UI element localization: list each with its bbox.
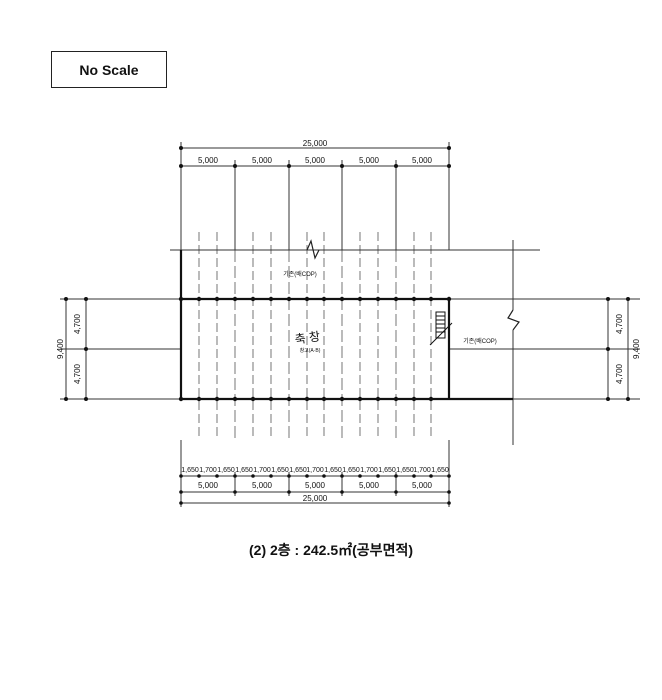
bottom-dimension-group	[180, 440, 450, 507]
room-label-upper: 기존(배COP)	[283, 270, 317, 278]
bottom-subbay-dimension: 1,650	[217, 467, 235, 474]
top-bay-dimension: 5,000	[198, 156, 219, 165]
bottom-subbay-dimension: 1,700	[253, 467, 271, 474]
break-marks	[306, 239, 520, 331]
bottom-bay-dimension: 5,000	[359, 481, 380, 490]
bottom-subbay-dimension: 1,650	[324, 467, 342, 474]
main-grid-lines	[234, 250, 397, 440]
bottom-dimension-ticks	[179, 474, 451, 505]
bottom-bay-dimension: 5,000	[252, 481, 273, 490]
bottom-subbay-dimension: 1,700	[360, 467, 378, 474]
bottom-subbay-dimension: 1,700	[199, 467, 217, 474]
right-bay-dimension: 4,700	[615, 363, 624, 384]
top-bay-dimension: 5,000	[252, 156, 273, 165]
top-bay-dimension: 5,000	[305, 156, 326, 165]
bottom-bay-dimension: 5,000	[305, 481, 326, 490]
bottom-subbay-dimension: 1,650	[342, 467, 360, 474]
bottom-subbay-dimension: 1,650	[396, 467, 414, 474]
bottom-subbay-dimensions: 1,650 1,700 1,650 1,650 1,700 1,650 1,65…	[181, 467, 449, 474]
bottom-subbay-dimension: 1,650	[431, 467, 449, 474]
top-bay-dimension: 5,000	[359, 156, 380, 165]
bottom-subbay-dimension: 1,650	[289, 467, 307, 474]
left-dimension-ticks	[64, 297, 88, 401]
bottom-subbay-dimension: 1,700	[413, 467, 431, 474]
room-label-right: 기존(배COP)	[463, 337, 497, 345]
top-dimension-ticks	[179, 146, 451, 168]
bottom-subbay-dimension: 1,700	[306, 467, 324, 474]
bottom-bay-dimension: 5,000	[198, 481, 219, 490]
right-dimension-ticks	[606, 297, 630, 401]
sub-grid-lines	[198, 232, 432, 440]
building-outline	[179, 250, 513, 401]
left-overall-dimension: 9,400	[56, 338, 65, 359]
bottom-subbay-dimension: 1,650	[181, 467, 199, 474]
top-dimension-group	[180, 142, 450, 250]
bottom-subbay-dimension: 1,650	[378, 467, 396, 474]
room-name-sub: 창고(A·B)	[300, 347, 321, 354]
bottom-bay-dimension: 5,000	[412, 481, 433, 490]
left-bay-dimension: 4,700	[73, 363, 82, 384]
right-bay-dimension: 4,700	[615, 313, 624, 334]
column-posts-upper	[178, 296, 452, 302]
floor-caption: (2) 2층 : 242.5㎡(공부면적)	[249, 542, 413, 558]
left-bay-dimension: 4,700	[73, 313, 82, 334]
column-posts-lower	[178, 396, 434, 402]
right-overall-dimension: 9,400	[632, 338, 641, 359]
bottom-subbay-dimension: 1,650	[271, 467, 289, 474]
top-bay-dimension: 5,000	[412, 156, 433, 165]
horizontal-reference-lines	[60, 240, 640, 445]
bottom-subbay-dimension: 1,650	[235, 467, 253, 474]
room-name-main: 축 창	[294, 329, 321, 346]
top-overall-dimension: 25,000	[303, 139, 328, 148]
staircase	[429, 311, 453, 346]
no-scale-label: No Scale	[51, 51, 167, 88]
bottom-overall-dimension: 25,000	[303, 494, 328, 503]
